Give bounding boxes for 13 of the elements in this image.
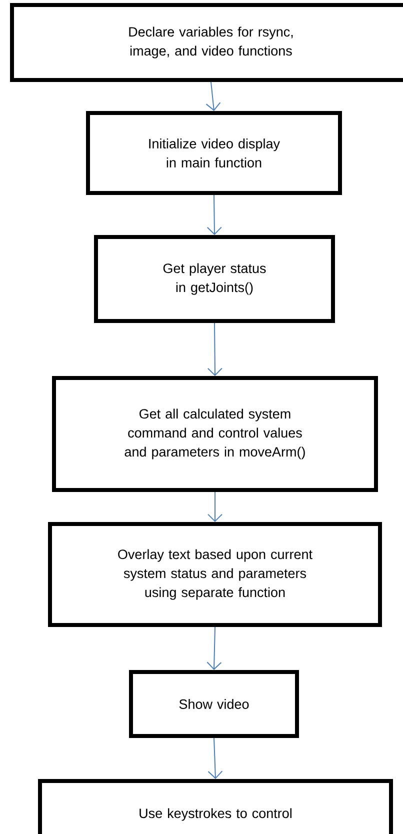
- arrow: [207, 322, 222, 376]
- process-box: Overlay text based upon current system status and parameters using separate function: [48, 522, 382, 627]
- process-box: Get all calculated system command and control values and parameters in moveArm(): [52, 376, 378, 492]
- arrow: [206, 626, 222, 670]
- process-box: Show video: [129, 670, 299, 738]
- process-box: Initialize video display in main function: [86, 111, 342, 195]
- arrow: [208, 492, 222, 522]
- process-box: Get player status in getJoints(): [94, 235, 335, 323]
- process-box: Use keystrokes to control: [38, 779, 393, 834]
- arrow: [206, 82, 221, 111]
- arrow: [206, 194, 222, 235]
- process-box: Declare variables for rsync, image, and video functions: [10, 3, 403, 82]
- arrow: [208, 738, 223, 779]
